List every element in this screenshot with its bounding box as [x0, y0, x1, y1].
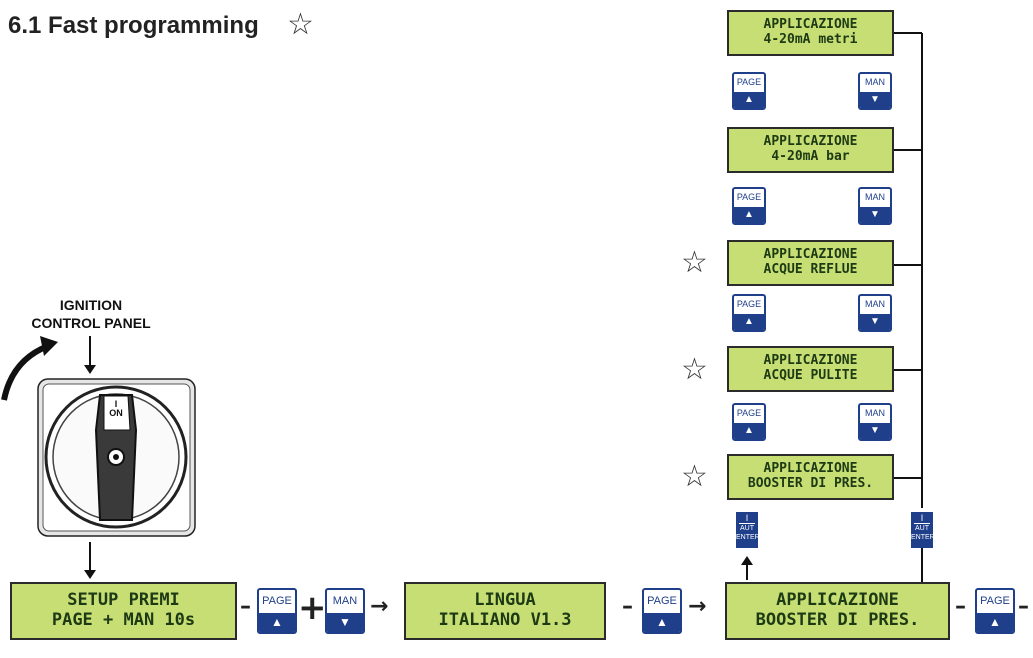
up-arrow-icon: ▲ [734, 423, 764, 439]
man-key[interactable]: MAN ▼ [858, 294, 892, 332]
ignition-label-line2: CONTROL PANEL [31, 315, 151, 331]
dash: – [1018, 594, 1029, 619]
setup-screen: SETUP PREMI PAGE + MAN 10s [10, 582, 237, 640]
page-key[interactable]: PAGE ▲ [732, 294, 766, 332]
up-arrow-icon: ▲ [734, 207, 764, 223]
switch-on-label: I ON [107, 400, 125, 418]
enter-label: ENTER [911, 534, 935, 541]
lingua-screen: LINGUA ITALIANO V1.3 [404, 582, 606, 640]
applicazione-screen-line2: BOOSTER DI PRES. [755, 610, 920, 630]
option-line2: ACQUE PULITE [763, 368, 858, 383]
page-key-label: PAGE [262, 595, 292, 607]
option-line2: 4-20mA bar [771, 149, 850, 164]
option-line1: APPLICAZIONE [763, 247, 858, 263]
ignition-label: IGNITION CONTROL PANEL [0, 296, 182, 332]
setup-screen-line1: SETUP PREMI [67, 590, 180, 611]
enter-label: ENTER [736, 534, 760, 541]
man-key[interactable]: MAN ▼ [858, 72, 892, 110]
page-key[interactable]: PAGE ▲ [257, 588, 297, 634]
down-arrow-icon: ▼ [327, 613, 363, 632]
man-key-label: MAN [865, 408, 885, 418]
switch-on-mark: I [114, 399, 118, 409]
up-arrow-icon: ▲ [734, 314, 764, 330]
lingua-screen-line2: ITALIANO V1.3 [438, 610, 572, 630]
option-line1: APPLICAZIONE [763, 353, 858, 369]
switch-on-text: ON [109, 408, 123, 418]
page-key-label: PAGE [980, 595, 1010, 607]
plus-sign: + [298, 588, 327, 628]
aut-enter-mark: I [920, 513, 924, 523]
man-key-label: MAN [865, 77, 885, 87]
option-screen-1: APPLICAZIONE 4-20mA metri [727, 10, 894, 56]
page-key[interactable]: PAGE ▲ [975, 588, 1015, 634]
man-key-label: MAN [865, 299, 885, 309]
dash: – [955, 594, 966, 619]
setup-screen-line2: PAGE + MAN 10s [51, 610, 196, 630]
page-key[interactable]: PAGE ▲ [732, 72, 766, 110]
down-arrow-icon: ▼ [860, 207, 890, 223]
man-key[interactable]: MAN ▼ [858, 187, 892, 225]
page-key[interactable]: PAGE ▲ [732, 403, 766, 441]
applicazione-screen-line1: APPLICAZIONE [776, 590, 899, 611]
up-arrow-icon: ▲ [259, 613, 295, 632]
man-key-label: MAN [865, 192, 885, 202]
star-outline-icon: ☆ [681, 352, 708, 387]
option-line1: APPLICAZIONE [763, 134, 858, 150]
down-arrow-icon: ▼ [860, 314, 890, 330]
aut-enter-key[interactable]: I AUT ENTER [911, 512, 935, 548]
up-arrow-icon: ▲ [734, 92, 764, 108]
aut-label: AUT [914, 523, 930, 532]
option-line2: 4-20mA metri [763, 32, 858, 47]
option-line1: APPLICAZIONE [763, 461, 858, 477]
down-arrow-icon: ▼ [860, 423, 890, 439]
page-key-label: PAGE [736, 192, 762, 202]
option-screen-4: APPLICAZIONE ACQUE PULITE [727, 346, 894, 392]
page-key-label: PAGE [736, 299, 762, 309]
star-outline-icon: ☆ [287, 7, 314, 42]
arrow-right-icon: → [688, 594, 707, 619]
down-arrow-icon: ▼ [860, 92, 890, 108]
man-key[interactable]: MAN ▼ [325, 588, 365, 634]
man-key[interactable]: MAN ▼ [858, 403, 892, 441]
switch-graphic [37, 378, 196, 537]
page-key-label: PAGE [736, 408, 762, 418]
man-key-label: MAN [332, 595, 358, 607]
lingua-screen-line1: LINGUA [474, 590, 536, 611]
ignition-label-line1: IGNITION [59, 297, 123, 313]
page-key[interactable]: PAGE ▲ [642, 588, 682, 634]
option-screen-3: APPLICAZIONE ACQUE REFLUE [727, 240, 894, 286]
option-line1: APPLICAZIONE [763, 17, 858, 33]
up-arrow-icon: ▲ [644, 613, 680, 632]
arrow-right-icon: → [370, 594, 389, 619]
page-title: 6.1 Fast programming [8, 12, 259, 39]
aut-enter-mark: I [745, 513, 749, 523]
up-arrow-icon: ▲ [977, 613, 1013, 632]
aut-enter-key[interactable]: I AUT ENTER [736, 512, 760, 548]
page-key-label: PAGE [647, 595, 677, 607]
option-screen-2: APPLICAZIONE 4-20mA bar [727, 127, 894, 173]
star-outline-icon: ☆ [681, 459, 708, 494]
page-key-label: PAGE [736, 77, 762, 87]
page-key[interactable]: PAGE ▲ [732, 187, 766, 225]
dash: – [622, 594, 633, 619]
option-line2: ACQUE REFLUE [763, 262, 858, 277]
applicazione-screen: APPLICAZIONE BOOSTER DI PRES. [725, 582, 950, 640]
star-outline-icon: ☆ [681, 245, 708, 280]
dash: – [240, 594, 251, 619]
option-line2: BOOSTER DI PRES. [747, 476, 874, 491]
aut-label: AUT [739, 523, 755, 532]
option-screen-5: APPLICAZIONE BOOSTER DI PRES. [727, 454, 894, 500]
